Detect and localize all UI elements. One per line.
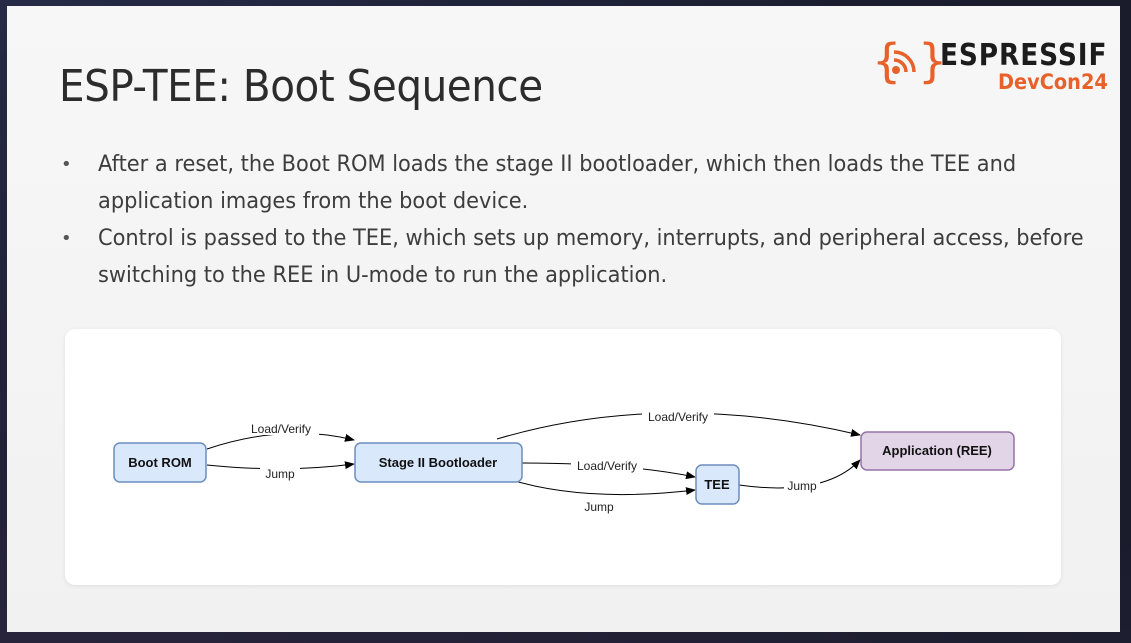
presentation-slide: ESP-TEE: Boot Sequence { } ESPRESSIF Dev…	[7, 6, 1120, 632]
node-application-ree: Application (REE)	[860, 431, 1015, 471]
edge-label: Jump	[584, 500, 614, 514]
edge-label: Load/Verify	[251, 422, 311, 436]
bullet-text: After a reset, the Boot ROM loads the st…	[98, 151, 1017, 214]
edge-label: Jump	[787, 479, 817, 493]
espressif-wifi-icon	[892, 50, 916, 74]
bullet-item: • Control is passed to the TEE, which se…	[61, 220, 1084, 294]
node-boot-rom: Boot ROM	[113, 442, 207, 483]
node-label: TEE	[704, 477, 730, 492]
node-stage2-bootloader: Stage II Bootloader	[354, 442, 523, 483]
bullet-dot-icon: •	[61, 154, 72, 175]
bullet-item: • After a reset, the Boot ROM loads the …	[61, 146, 1061, 220]
logo-brand-text: ESPRESSIF	[940, 38, 1108, 73]
logo-event-text: DevCon24	[998, 70, 1108, 94]
edge-label: Load/Verify	[648, 410, 708, 424]
bullet-dot-icon: •	[61, 228, 72, 249]
slide-title: ESP-TEE: Boot Sequence	[59, 61, 543, 112]
node-label: Boot ROM	[128, 455, 192, 470]
edge-label: Load/Verify	[577, 459, 637, 473]
logo-right-brace-icon: }	[918, 34, 948, 88]
node-label: Application (REE)	[882, 443, 992, 458]
node-tee: TEE	[695, 464, 740, 505]
diagram-canvas: Load/Verify Jump Load/Verify Load/Verify…	[113, 410, 1015, 514]
espressif-logo: { } ESPRESSIF DevCon24	[872, 34, 1112, 96]
bullet-text: Control is passed to the TEE, which sets…	[98, 225, 1084, 288]
edge-label: Jump	[265, 467, 295, 481]
node-label: Stage II Bootloader	[379, 455, 497, 470]
edge-stage2-tee-jump	[507, 478, 696, 496]
boot-sequence-diagram: Load/Verify Jump Load/Verify Load/Verify…	[65, 329, 1061, 585]
bullet-list: • After a reset, the Boot ROM loads the …	[61, 146, 1084, 294]
